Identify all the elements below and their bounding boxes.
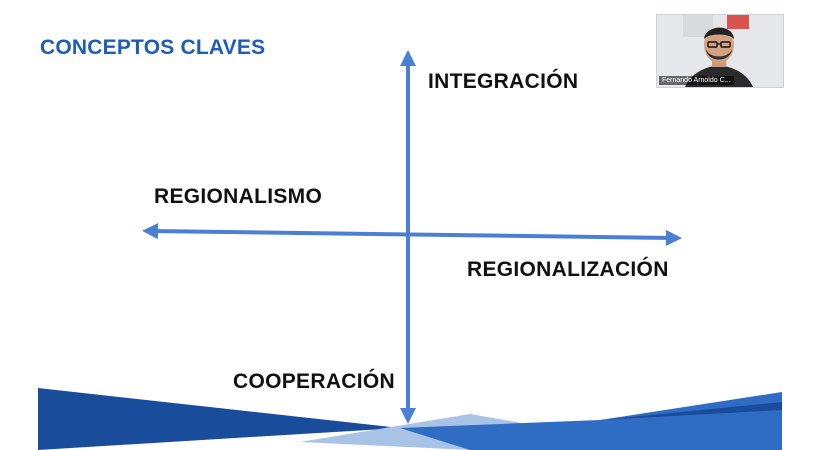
participant-video-feed xyxy=(657,15,783,87)
horizontal-axis xyxy=(142,223,682,246)
participant-name-label: Fernando Arnoldo C... xyxy=(659,76,734,85)
participant-video-tile[interactable]: Fernando Arnoldo C... xyxy=(656,14,784,88)
decorative-footer-band xyxy=(38,388,782,450)
term-integracion: INTEGRACIÓN xyxy=(428,70,579,93)
slide-title: CONCEPTOS CLAVES xyxy=(40,36,266,59)
term-regionalizacion: REGIONALIZACIÓN xyxy=(467,258,669,281)
term-cooperacion: COOPERACIÓN xyxy=(233,370,395,393)
term-regionalismo: REGIONALISMO xyxy=(154,185,323,208)
